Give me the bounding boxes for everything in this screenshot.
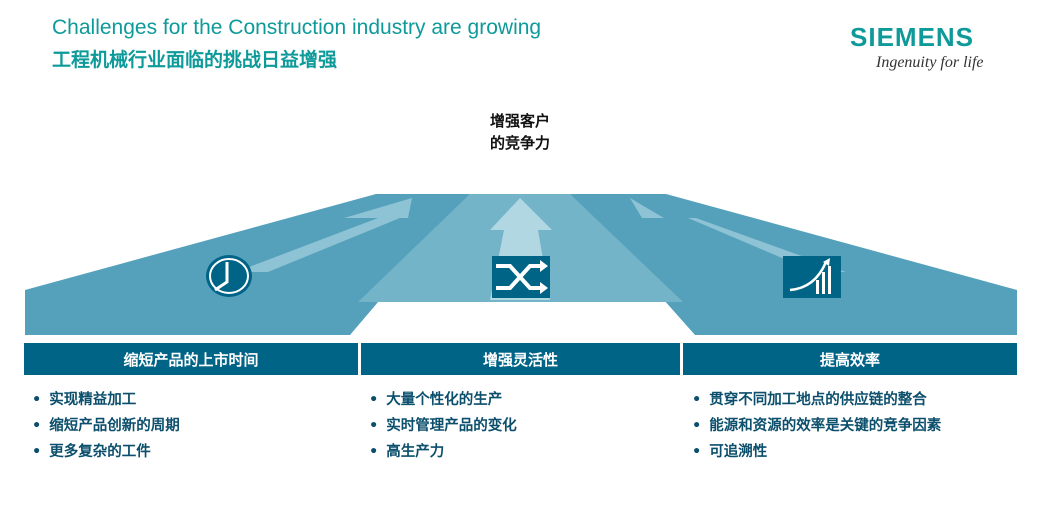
efficiency-list: 贯穿不同加工地点的供应链的整合 能源和资源的效率是关键的竞争因素 可追溯性 — [692, 388, 941, 466]
list-item: 实现精益加工 — [32, 388, 180, 414]
goal-label: 增强客户的竞争力 — [480, 110, 560, 154]
goal-line-1: 增强客户 — [489, 112, 550, 130]
shuffle-icon — [492, 256, 550, 298]
clock-icon — [206, 255, 252, 297]
column-header-efficiency: 提高效率 — [683, 343, 1017, 375]
column-header-flexibility: 增强灵活性 — [361, 343, 680, 375]
list-item: 缩短产品创新的周期 — [32, 414, 180, 440]
title-english: Challenges for the Construction industry… — [52, 16, 542, 39]
list-item: 更多复杂的工件 — [32, 440, 180, 466]
list-item: 高生产力 — [369, 440, 517, 466]
list-item: 能源和资源的效率是关键的竞争因素 — [692, 414, 941, 440]
siemens-logo: SIEMENS — [850, 22, 975, 52]
column-header-time-to-market: 缩短产品的上市时间 — [24, 343, 358, 375]
list-item: 可追溯性 — [692, 440, 941, 466]
time-to-market-list: 实现精益加工 缩短产品创新的周期 更多复杂的工件 — [32, 388, 180, 466]
growth-chart-icon — [783, 256, 841, 298]
list-item: 大量个性化的生产 — [369, 388, 517, 414]
goal-line-2: 的竞争力 — [489, 134, 550, 152]
flexibility-list: 大量个性化的生产 实时管理产品的变化 高生产力 — [369, 388, 517, 466]
tagline: Ingenuity for life — [876, 54, 984, 71]
list-item: 实时管理产品的变化 — [369, 414, 517, 440]
list-item: 贯穿不同加工地点的供应链的整合 — [692, 388, 941, 414]
title-chinese: 工程机械行业面临的挑战日益增强 — [52, 49, 338, 71]
left-arrow — [236, 198, 412, 272]
right-arrow — [630, 198, 846, 272]
